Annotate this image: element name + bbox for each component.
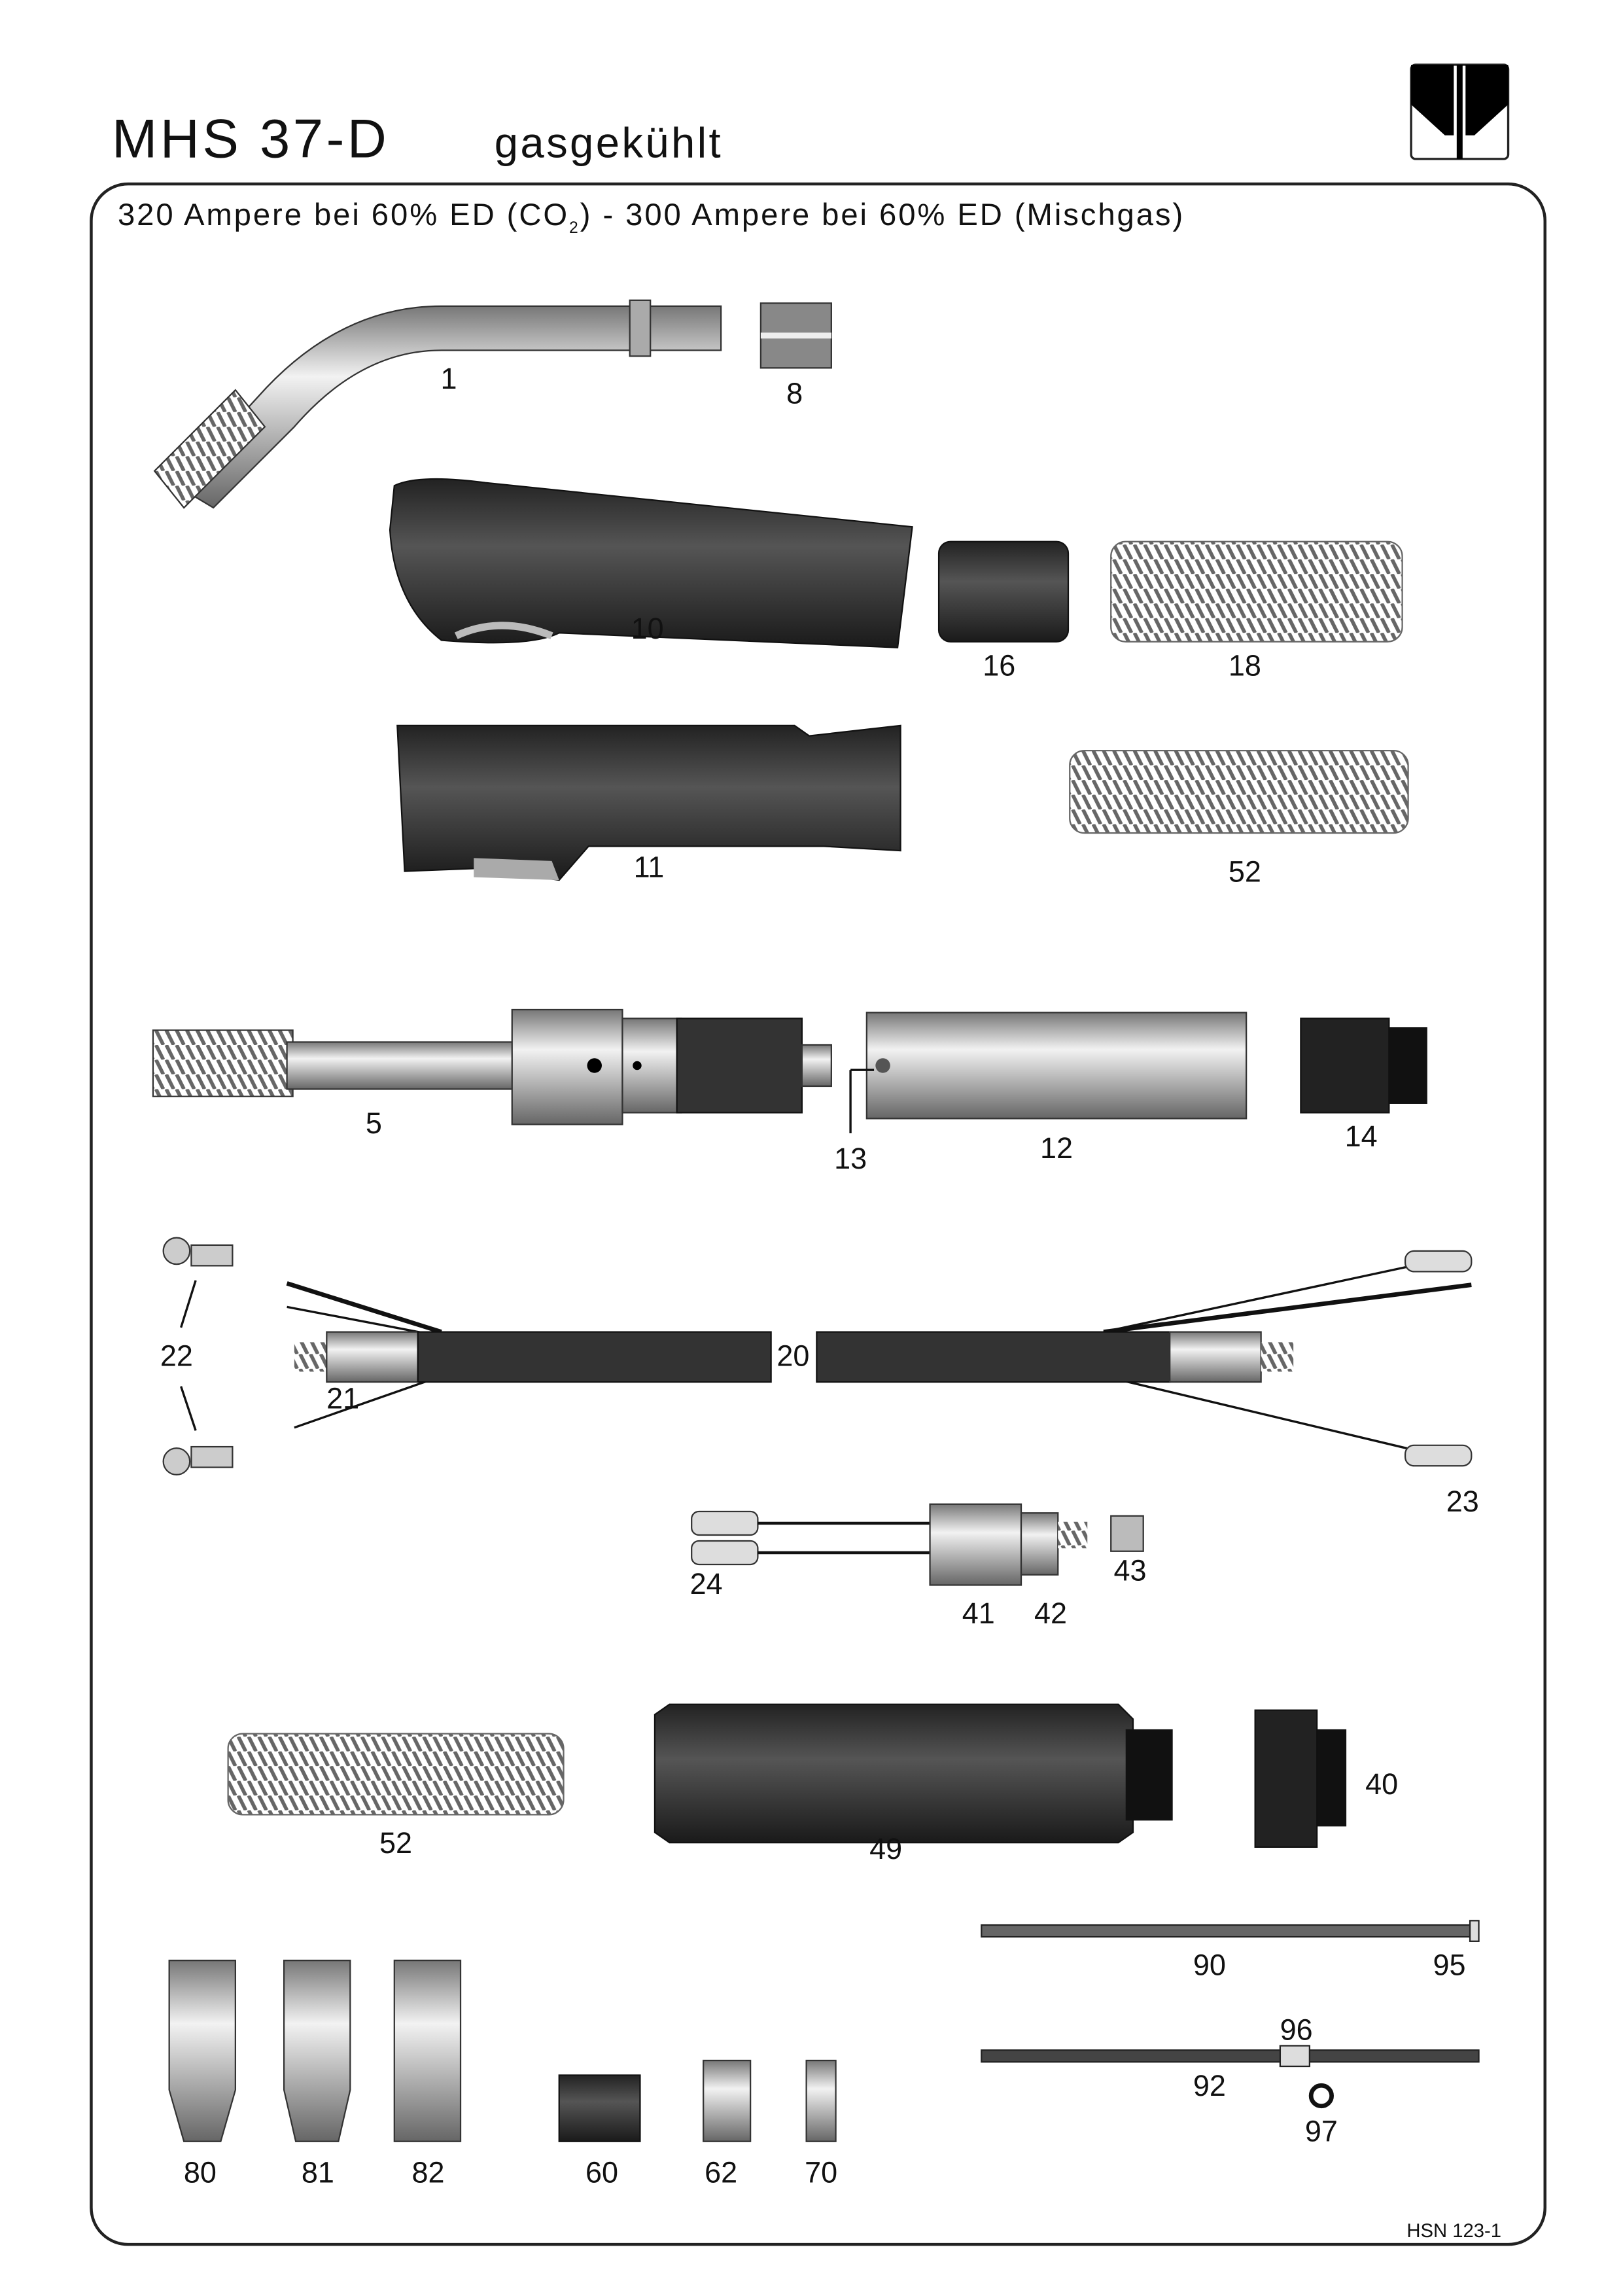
label-60: 60 [585, 2156, 618, 2189]
label-16: 16 [983, 648, 1015, 682]
label-40: 40 [1365, 1767, 1398, 1801]
label-11: 11 [634, 851, 665, 884]
spec-subscript: 2 [569, 219, 580, 238]
label-21: 21 [326, 1382, 359, 1415]
part-11-handle-shell [396, 724, 901, 881]
label-10: 10 [631, 612, 664, 645]
part-8-insulator [759, 302, 832, 369]
content-frame [90, 182, 1547, 2246]
part-12-sleeve [865, 1012, 1248, 1120]
label-22: 22 [160, 1339, 193, 1372]
label-49: 49 [869, 1832, 902, 1865]
part-18-spring [1110, 540, 1403, 643]
spec-text: 320 Ampere bei 60% ED (CO [117, 198, 570, 233]
company-logo [1410, 63, 1510, 160]
label-1: 1 [441, 362, 457, 395]
label-52-bottom: 52 [379, 1826, 412, 1860]
part-22-ring-terminals [162, 1237, 234, 1475]
page-title: MHS 37-D [111, 109, 390, 169]
part-16-handle-nut [937, 540, 1070, 643]
part-49-grip [654, 1703, 1173, 1844]
label-52-top: 52 [1229, 855, 1261, 888]
label-96: 96 [1280, 2013, 1313, 2047]
label-97: 97 [1305, 2115, 1338, 2148]
label-24: 24 [690, 1567, 723, 1600]
label-82: 82 [412, 2156, 445, 2189]
label-8: 8 [786, 376, 803, 410]
label-42: 42 [1034, 1597, 1067, 1630]
document-code: HSN 123-1 [1406, 2219, 1501, 2242]
part-52-spring-bottom [227, 1733, 565, 1816]
label-90: 90 [1193, 1949, 1226, 1982]
label-14: 14 [1345, 1120, 1378, 1153]
part-41-switch [691, 1503, 1088, 1586]
part-92-liner [981, 2045, 1480, 2109]
part-90-liner [981, 1920, 1480, 1942]
label-43: 43 [1113, 1554, 1146, 1587]
label-20: 20 [777, 1339, 809, 1372]
part-1-swan-neck [153, 299, 722, 509]
part-14-nut [1300, 1017, 1427, 1114]
part-labels: 1 8 10 16 18 11 52 5 13 12 14 22 20 21 2… [160, 362, 1479, 2189]
label-13: 13 [834, 1142, 867, 1175]
part-52-spring-top [1069, 750, 1409, 834]
page-subtitle: gasgekühlt [494, 120, 724, 168]
part-43-cap [1110, 1515, 1144, 1552]
label-41: 41 [962, 1597, 995, 1630]
label-95: 95 [1433, 1949, 1466, 1982]
label-80: 80 [184, 2156, 217, 2189]
gas-nozzles [168, 1959, 837, 2142]
label-81: 81 [302, 2156, 334, 2189]
part-20-cable [286, 1250, 1473, 1467]
label-92: 92 [1193, 2069, 1226, 2102]
label-5: 5 [366, 1106, 382, 1140]
label-18: 18 [1229, 648, 1261, 682]
label-70: 70 [805, 2156, 837, 2189]
label-62: 62 [705, 2156, 737, 2189]
part-5-body-tube [152, 1008, 832, 1125]
spec-line: 320 Ampere bei 60% ED (CO2) - 300 Ampere… [118, 199, 1185, 238]
part-10-handle [389, 478, 913, 648]
spec-text-2: ) - 300 Ampere bei 60% ED (Mischgas) [580, 198, 1185, 233]
label-12: 12 [1040, 1131, 1073, 1165]
part-40-nut [1254, 1709, 1347, 1848]
label-23: 23 [1446, 1485, 1479, 1518]
